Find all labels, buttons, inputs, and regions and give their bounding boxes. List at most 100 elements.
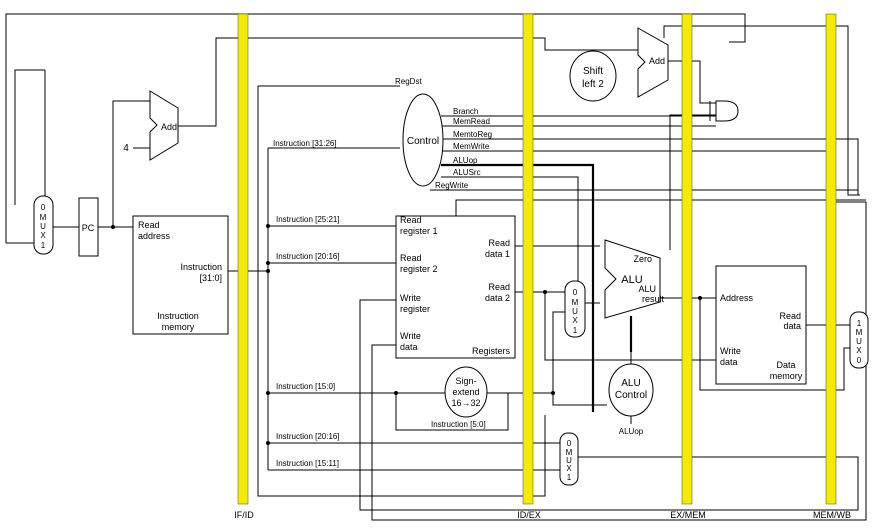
field-rt: Instruction [20:16] xyxy=(276,252,340,261)
register-file: Read register 1 Read register 2 Write re… xyxy=(395,215,516,359)
field-imm: Instruction [15:0] xyxy=(276,382,335,391)
alu-control-unit: ALU Control ALUop xyxy=(608,363,654,436)
control-unit: Control xyxy=(402,93,444,187)
signal-regdst: RegDst xyxy=(395,77,422,86)
instruction-field-labels: Instruction [31:26] Instruction [25:21] … xyxy=(273,139,486,468)
svg-text:Read: Read xyxy=(400,215,422,225)
sign-extend-unit: Sign- extend 16→32 xyxy=(444,366,488,418)
svg-text:16→32: 16→32 xyxy=(451,398,480,408)
svg-text:Add: Add xyxy=(161,122,177,132)
svg-text:0: 0 xyxy=(857,356,862,365)
svg-text:0: 0 xyxy=(573,288,578,297)
memtoreg-mux: 1 M U X 0 xyxy=(849,311,869,369)
signal-branch: Branch xyxy=(453,107,478,116)
svg-text:data: data xyxy=(720,357,738,367)
svg-text:ALU: ALU xyxy=(621,378,640,389)
regdst-mux: 0 M U X 1 xyxy=(559,432,579,486)
svg-text:Read: Read xyxy=(488,282,510,292)
control-signal-labels: RegDst Branch MemRead MemtoReg MemWrite … xyxy=(395,77,492,190)
id-ex-label: ID/EX xyxy=(517,510,541,520)
svg-text:Instruction: Instruction xyxy=(157,311,199,321)
svg-text:Read: Read xyxy=(400,253,422,263)
svg-text:X: X xyxy=(856,346,862,355)
alusrc-mux: 0 M U X 1 xyxy=(564,280,586,338)
svg-text:U: U xyxy=(40,222,46,231)
signal-memwrite: MemWrite xyxy=(453,142,490,151)
signal-alusrc: ALUSrc xyxy=(453,168,481,177)
svg-text:Write: Write xyxy=(400,331,421,341)
instruction-memory: Read address Instruction [31:0] Instruct… xyxy=(132,215,229,335)
program-counter: PC xyxy=(78,197,99,257)
shift-left-2-unit: Shift left 2 xyxy=(569,50,617,102)
svg-text:Add: Add xyxy=(649,56,665,66)
svg-text:0: 0 xyxy=(567,439,572,448)
datapath-wires xyxy=(5,13,867,521)
signal-regwrite: RegWrite xyxy=(435,181,469,190)
constant-four: 4 xyxy=(123,143,129,154)
id-ex-register xyxy=(522,13,534,505)
svg-text:1: 1 xyxy=(573,326,578,335)
svg-text:X: X xyxy=(566,464,572,473)
svg-text:Control: Control xyxy=(407,136,439,147)
svg-text:[31:0]: [31:0] xyxy=(199,273,222,283)
svg-text:extend: extend xyxy=(452,387,479,397)
aluop-input-label: ALUop xyxy=(619,427,644,436)
svg-text:U: U xyxy=(572,307,578,316)
svg-text:Instruction: Instruction xyxy=(180,262,222,272)
svg-text:left 2: left 2 xyxy=(582,79,604,90)
pc-mux: 0 M U X 1 xyxy=(33,195,54,255)
svg-text:register: register xyxy=(400,304,430,314)
signal-aluop: ALUop xyxy=(453,156,478,165)
if-id-label: IF/ID xyxy=(234,510,254,520)
if-id-register xyxy=(237,13,249,505)
svg-text:U: U xyxy=(856,337,862,346)
svg-text:M: M xyxy=(856,328,863,337)
svg-text:ALU: ALU xyxy=(621,274,642,286)
svg-text:0: 0 xyxy=(41,203,46,212)
mem-wb-register xyxy=(825,13,837,505)
svg-text:Shift: Shift xyxy=(583,66,603,77)
svg-text:memory: memory xyxy=(770,371,803,381)
svg-text:X: X xyxy=(40,231,46,240)
mem-wb-label: MEM/WB xyxy=(813,510,851,520)
svg-text:Read: Read xyxy=(138,220,160,230)
svg-text:M: M xyxy=(572,298,579,307)
svg-text:M: M xyxy=(566,448,573,457)
svg-text:register 1: register 1 xyxy=(400,226,438,236)
alu-zero-label: Zero xyxy=(633,254,652,264)
svg-text:Read: Read xyxy=(488,238,510,248)
svg-text:Address: Address xyxy=(720,293,754,303)
svg-text:X: X xyxy=(572,316,578,325)
svg-text:Sign-: Sign- xyxy=(455,376,476,386)
svg-text:PC: PC xyxy=(82,223,95,233)
svg-text:1: 1 xyxy=(567,473,572,482)
svg-text:1: 1 xyxy=(857,319,862,328)
branch-adder: Add xyxy=(637,27,669,98)
svg-text:U: U xyxy=(566,456,572,465)
ex-mem-label: EX/MEM xyxy=(670,510,706,520)
ex-mem-register xyxy=(681,13,693,505)
signal-memread: MemRead xyxy=(453,117,490,126)
field-rd-dest: Instruction [15:11] xyxy=(276,459,339,468)
branch-and-gate xyxy=(709,100,739,122)
svg-text:M: M xyxy=(40,213,47,222)
svg-text:Write: Write xyxy=(720,346,741,356)
svg-text:Registers: Registers xyxy=(472,346,511,356)
junction-dots xyxy=(111,224,702,445)
data-memory: Address Write data Read data Data memory xyxy=(715,265,807,385)
svg-text:data: data xyxy=(783,321,801,331)
svg-text:Control: Control xyxy=(615,390,647,401)
svg-text:data 1: data 1 xyxy=(485,249,510,259)
alu-result-label-2: result xyxy=(642,294,665,304)
pipeline-registers: IF/ID ID/EX EX/MEM MEM/WB xyxy=(234,13,851,520)
svg-text:data: data xyxy=(400,342,418,352)
svg-text:data 2: data 2 xyxy=(485,293,510,303)
field-rs: Instruction [25:21] xyxy=(276,215,340,224)
alu: ALU Zero ALU result xyxy=(604,239,665,319)
field-rt-dest: Instruction [20:16] xyxy=(276,432,340,441)
svg-text:address: address xyxy=(138,231,171,241)
signal-memtoreg: MemtoReg xyxy=(453,130,492,139)
svg-text:1: 1 xyxy=(41,241,46,250)
svg-text:register 2: register 2 xyxy=(400,264,438,274)
